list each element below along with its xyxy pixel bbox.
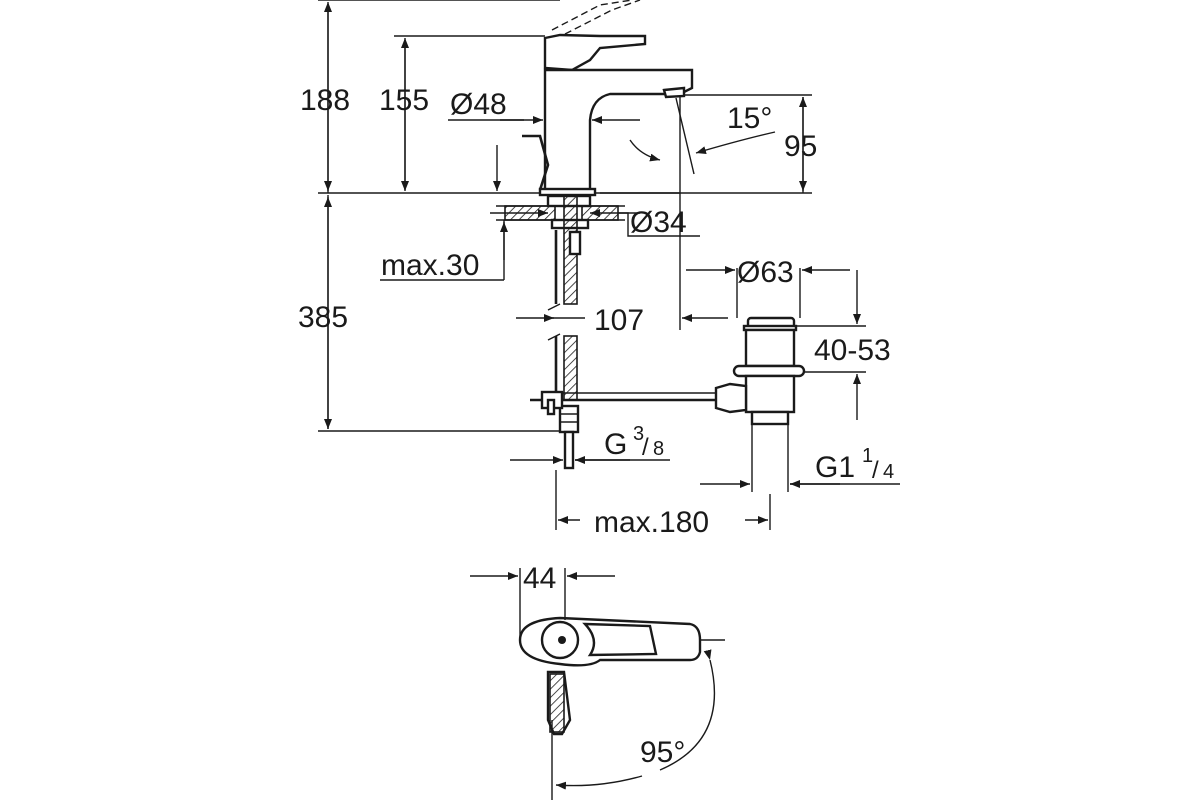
supply-hoses: [547, 195, 585, 470]
popup-linkage: [530, 390, 720, 416]
faucet-body: [522, 0, 694, 197]
label-thread-g: G: [604, 428, 627, 461]
dim-supply-thread: G 3 / 8: [510, 423, 670, 464]
dim-mount-hole: Ø34: [490, 206, 700, 239]
label-thread-3: 3: [633, 423, 644, 445]
label-155: 155: [379, 84, 429, 117]
lever: [543, 33, 647, 72]
waste-drain: [714, 316, 806, 492]
label-thread-4: 4: [883, 461, 894, 483]
popup-rod: [522, 134, 550, 191]
label-15-deg: 15°: [727, 102, 772, 135]
dim-supply-length: 385: [298, 195, 560, 432]
label-thread-1: 1: [862, 445, 873, 467]
label-diameter-34: Ø34: [630, 206, 687, 239]
deck-section: [496, 194, 625, 230]
dim-waste-thread: G1 1 / 4: [700, 445, 900, 488]
label-diameter-63: Ø63: [737, 256, 794, 289]
label-107: 107: [594, 304, 644, 337]
body: [543, 68, 694, 192]
label-thread-g1: G1: [815, 451, 855, 484]
dim-waste-offset: max.180: [555, 470, 771, 539]
dim-waste-diameter: Ø63: [686, 256, 850, 318]
label-95-deg: 95°: [640, 736, 685, 769]
dim-total-height: 188: [300, 0, 560, 193]
label-diameter-48: Ø48: [450, 88, 507, 121]
top-view: 44 95°: [470, 562, 725, 800]
label-188: 188: [300, 84, 350, 117]
label-95: 95: [784, 130, 817, 163]
top-lever-plate: [582, 622, 658, 657]
dim-spout-angle: 15°: [629, 96, 776, 180]
thread-slash: /: [642, 434, 649, 461]
label-max-180: max.180: [594, 506, 709, 539]
base-plate: [538, 187, 597, 197]
label-385: 385: [298, 301, 348, 334]
aerator: [662, 86, 686, 99]
dim-lever-offset: 44: [470, 562, 615, 640]
dim-spout-height: 95: [600, 94, 817, 194]
thread-slash-2: /: [872, 457, 879, 484]
label-max-30: max.30: [381, 249, 479, 282]
label-40-53: 40-53: [814, 334, 891, 367]
dim-waste-range: 40-53: [796, 270, 891, 420]
lever-raised-ghost: [551, 0, 641, 35]
top-cartridge-hole: [558, 636, 566, 644]
dim-body-diameter: Ø48: [448, 88, 640, 124]
label-thread-8: 8: [653, 438, 664, 460]
label-44: 44: [523, 562, 556, 595]
dim-lever-rotation: 95°: [551, 639, 725, 800]
dim-spout-reach: 107: [516, 180, 728, 337]
side-view: 188 155 Ø48 15°: [298, 0, 900, 539]
dim-deck-thickness: max.30: [380, 220, 508, 282]
dim-lever-height: 155: [379, 35, 545, 191]
